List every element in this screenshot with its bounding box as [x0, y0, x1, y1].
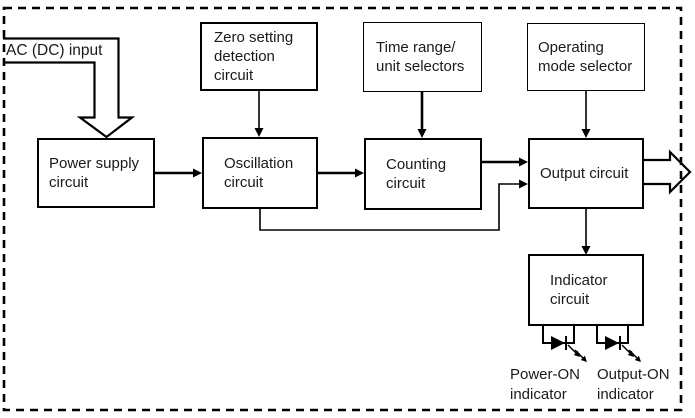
box-label-line: Operating	[538, 39, 604, 56]
operating-to-output-arrow	[581, 91, 591, 138]
zero-setting-detection-circuit-box: Zero setting detection circuit	[200, 22, 318, 91]
box-label-line: Zero setting	[214, 29, 294, 46]
output-on-led-icon	[596, 326, 641, 362]
box-label-line: unit selectors	[376, 58, 465, 75]
label-line: Output-ON	[597, 366, 670, 383]
box-label-line: circuit	[214, 67, 254, 84]
output-circuit-box: Output circuit	[528, 138, 644, 209]
label-line: Power-ON	[510, 366, 581, 383]
counting-to-output-arrow	[482, 157, 528, 167]
box-label-line: Time range/	[376, 39, 456, 56]
ac-input-arrow	[3, 37, 136, 139]
power-to-oscillation-arrow	[155, 168, 202, 178]
label-line: indicator	[510, 385, 567, 403]
box-label-line: circuit	[386, 175, 426, 192]
box-label-line: Output circuit	[540, 165, 629, 182]
counting-circuit-box: Counting circuit	[364, 138, 482, 210]
label-line: indicator	[597, 385, 654, 403]
indicator-circuit-box: Indicator circuit	[528, 254, 644, 326]
power-supply-circuit-box: Power supply circuit	[37, 138, 155, 208]
box-label-line: circuit	[224, 174, 264, 191]
box-label-line: circuit	[49, 174, 89, 191]
box-label-line: Oscillation	[224, 155, 294, 172]
oscillation-feedback-line	[259, 179, 528, 231]
zero-to-oscillation-arrow	[254, 91, 264, 137]
box-label-line: Power supply	[49, 155, 140, 172]
time-range-to-counting-arrow	[417, 92, 427, 138]
ac-input-label: AC (DC) input	[6, 42, 103, 59]
box-label-line: Counting	[386, 156, 447, 173]
box-label-line: detection	[214, 48, 275, 65]
oscillation-to-counting-arrow	[318, 168, 364, 178]
oscillation-circuit-box: Oscillation circuit	[202, 137, 318, 209]
operating-mode-selector-box: Operating mode selector	[527, 23, 645, 91]
diagram-dashed-border	[2, 6, 683, 412]
power-on-led-icon	[542, 326, 587, 362]
box-label-line: circuit	[550, 291, 590, 308]
time-range-unit-selectors-box: Time range/ unit selectors	[363, 22, 482, 92]
box-label-line: Indicator	[550, 272, 608, 289]
output-on-indicator-label: Output-ON indicator	[597, 365, 670, 404]
output-to-indicator-arrow	[581, 209, 591, 255]
box-label-line: mode selector	[538, 58, 633, 75]
power-on-indicator-label: Power-ON indicator	[510, 365, 580, 404]
output-arrow	[644, 149, 692, 195]
